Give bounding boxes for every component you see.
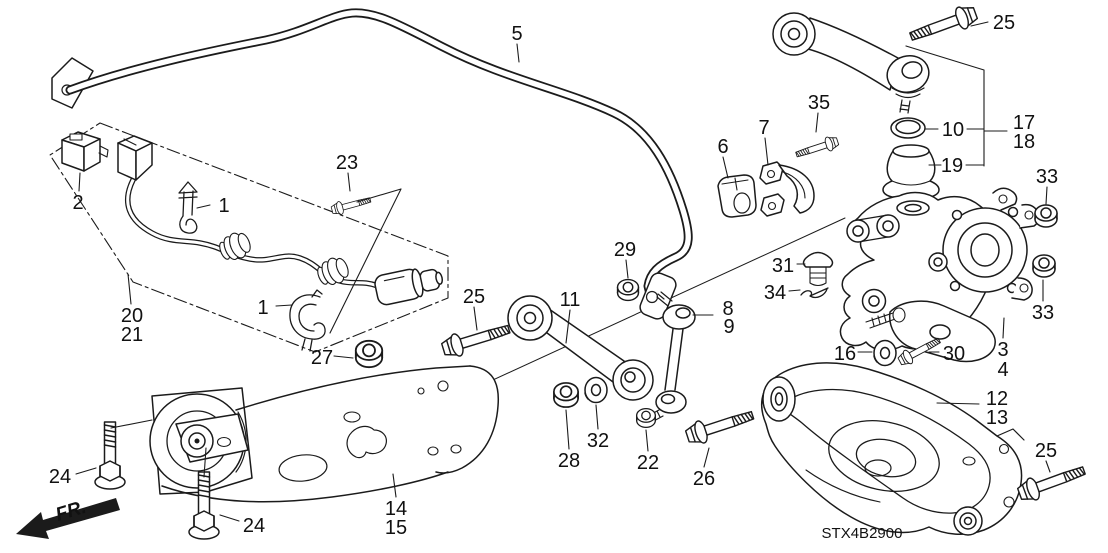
callout-33: 33 (1036, 166, 1058, 188)
callout-16: 16 (834, 343, 856, 365)
bolt-24-left (94, 421, 126, 490)
harness-clip-1 (178, 181, 198, 234)
callout-14: 14 (385, 498, 407, 520)
callout-25: 25 (1035, 440, 1057, 462)
callout-7: 7 (758, 117, 769, 139)
callout-28: 28 (558, 450, 580, 472)
callout-5: 5 (511, 23, 522, 45)
callout-26: 26 (693, 468, 715, 490)
bolt-25-bottom (1014, 459, 1089, 506)
assembly-line (431, 217, 846, 409)
callout-10: 10 (942, 119, 964, 141)
abs-sensor-harness (61, 131, 444, 352)
diagram-code: STX4B2900 (822, 525, 903, 542)
nut-29 (616, 278, 640, 302)
lower-arm (761, 362, 1025, 536)
callout-22: 22 (637, 452, 659, 474)
callout-24: 24 (49, 466, 71, 488)
harness-group-box (49, 122, 449, 353)
stabilizer-link (645, 291, 696, 424)
bolt-35 (793, 133, 841, 162)
callout-2: 2 (72, 192, 83, 214)
stabilizer-bracket-7 (759, 161, 815, 217)
pin-34 (800, 287, 829, 299)
callout-1: 1 (218, 195, 229, 217)
leader-lines (75, 21, 1051, 522)
callout-13: 13 (986, 407, 1008, 429)
callout-30: 30 (943, 343, 965, 365)
callout-27: 27 (311, 347, 333, 369)
wheel-sensor (374, 268, 444, 306)
callout-17: 17 (1013, 112, 1035, 134)
callout-layer: 1123456789101112131415161718192021222324… (49, 12, 1058, 539)
boot-19 (882, 144, 940, 207)
callout-32: 32 (587, 430, 609, 452)
bolt-23 (329, 193, 373, 217)
harness-clip-1b (289, 289, 326, 352)
callout-25: 25 (463, 286, 485, 308)
callout-29: 29 (614, 239, 636, 261)
stabilizer-bar (51, 8, 693, 320)
callout-31: 31 (772, 255, 794, 277)
callout-21: 21 (121, 324, 143, 346)
bolt-26 (683, 403, 757, 448)
callout-15: 15 (385, 517, 407, 539)
callout-25: 25 (993, 12, 1015, 34)
bolt-25-top (906, 1, 981, 48)
callout-18: 18 (1013, 131, 1035, 153)
callout-12: 12 (986, 388, 1008, 410)
callout-9: 9 (723, 316, 734, 338)
nut-27 (354, 339, 384, 369)
washer-16 (873, 339, 897, 367)
fr-label: FR. (53, 497, 88, 526)
fr-arrow-icon (16, 498, 120, 539)
nut-33-lower (1032, 254, 1056, 278)
control-arm-11 (507, 295, 654, 401)
callout-11: 11 (560, 289, 581, 311)
knuckle (839, 187, 1040, 363)
callout-35: 35 (808, 92, 830, 114)
ring-10 (890, 117, 926, 139)
fr-direction-indicator (16, 498, 120, 539)
callout-24: 24 (243, 515, 265, 537)
nut-28 (553, 382, 579, 408)
washer-32 (584, 376, 608, 404)
harness-grommet (219, 232, 349, 286)
connector-2 (61, 131, 109, 172)
callout-1: 1 (257, 297, 268, 319)
stabilizer-bushing-6 (717, 174, 757, 218)
callout-20: 20 (121, 305, 143, 327)
callout-19: 19 (941, 155, 963, 177)
callout-8: 8 (722, 298, 733, 320)
nut-22 (636, 408, 656, 428)
upper-arm (772, 12, 930, 114)
callout-23: 23 (336, 152, 358, 174)
callout-4: 4 (997, 359, 1008, 381)
callout-33: 33 (1032, 302, 1054, 324)
trailing-arm (149, 365, 500, 503)
nut-33-upper (1034, 204, 1058, 228)
callout-34: 34 (764, 282, 786, 304)
callout-6: 6 (717, 136, 728, 158)
plug-31 (802, 251, 834, 287)
callout-3: 3 (997, 339, 1008, 361)
harness-connector (117, 135, 153, 181)
